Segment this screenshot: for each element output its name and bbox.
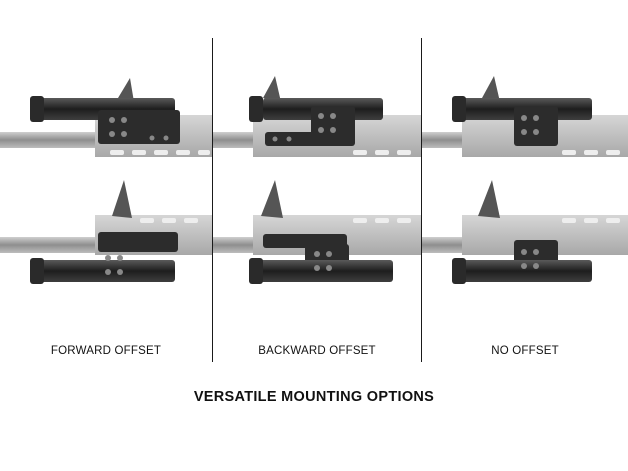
caption-no-offset: NO OFFSET bbox=[491, 345, 559, 357]
panel-divider-right bbox=[421, 38, 422, 362]
panel-no-offset bbox=[422, 40, 628, 340]
caption-forward-offset: FORWARD OFFSET bbox=[50, 345, 162, 357]
backward-offset-illustration bbox=[213, 76, 421, 284]
footer-title: VERSATILE MOUNTING OPTIONS bbox=[193, 389, 435, 405]
panel-forward-offset bbox=[0, 40, 212, 340]
forward-offset-illustration bbox=[0, 78, 212, 284]
panel-backward-offset bbox=[213, 40, 423, 340]
no-offset-illustration bbox=[422, 76, 628, 284]
no-offset-bottom-assembly bbox=[422, 180, 628, 284]
backward-top-assembly bbox=[213, 76, 421, 157]
no-offset-top-assembly bbox=[422, 76, 628, 157]
forward-top-assembly bbox=[0, 78, 212, 157]
panel-divider-left bbox=[212, 38, 213, 362]
forward-bottom-assembly bbox=[0, 180, 212, 284]
caption-backward-offset: BACKWARD OFFSET bbox=[258, 345, 376, 357]
backward-bottom-assembly bbox=[213, 180, 421, 284]
